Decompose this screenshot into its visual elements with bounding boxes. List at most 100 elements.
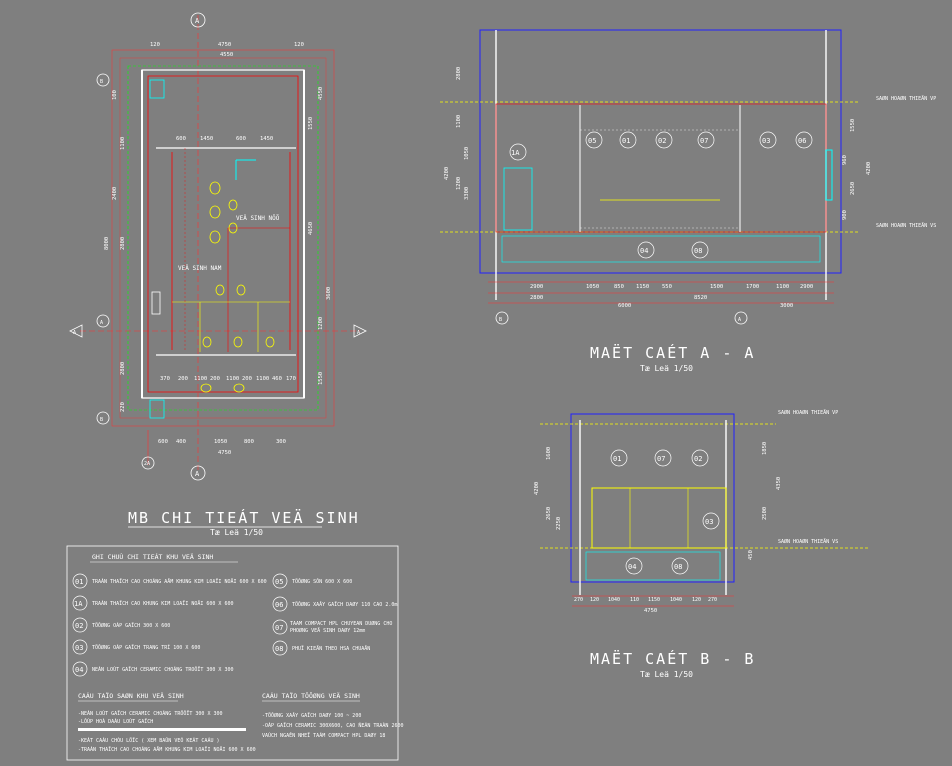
tag-bubble — [619, 131, 637, 149]
legend-right-text-0: TÖÔØNG SÔN 600 X 600 — [292, 578, 352, 585]
legend-bubble — [72, 573, 88, 589]
sink-icon — [233, 383, 245, 393]
plan-scale: Tæ Leä 1/50 — [210, 528, 263, 537]
urinal-icon — [228, 222, 238, 234]
legend-floor-line-3: -TRAÀN THAÏCH CAO CHOÁNG AÅM KHUNG KIM L… — [78, 746, 256, 753]
section-a-grid-left: B — [499, 317, 502, 323]
legend-left-text-2: TÖÔØNG OÁP GAÏCH 300 X 600 — [92, 622, 170, 629]
legend-right-code-1: 06 — [275, 601, 283, 609]
tag-bubble — [697, 131, 715, 149]
legend-wall-line-2: VAÙCH NGAÊN NHEÏ TAÁM COMPACT HPL DAØY 1… — [262, 731, 385, 739]
door-panel — [151, 291, 161, 315]
plan-dim-row-4: 1100 — [226, 376, 239, 382]
room-label-nam: VEÄ SINH NAM — [178, 265, 222, 272]
legend-right-text-2: TAÁM COMPACT HPL CHUYEÂN DUØNG CHO PHOØN… — [290, 621, 393, 634]
section-b-tags — [610, 449, 720, 575]
plan-dim-bottom-2: 1050 — [214, 439, 227, 445]
tag-bubble — [610, 449, 628, 467]
section-b-dim-left-3: 2250 — [556, 517, 562, 530]
plan-dim-right-1: 4650 — [308, 222, 314, 235]
plan-dim-left2-2: 8000 — [104, 237, 110, 250]
legend-right-text-3: PHUÏ KIEÄN THEO HSA CHUAÅN — [292, 645, 370, 652]
section-a-dim-right-0: 1550 — [850, 119, 856, 132]
grid-bubble-2a — [141, 456, 155, 470]
fixtures — [200, 181, 275, 393]
plan-dim-right-0: 1550 — [308, 117, 314, 130]
dim-frame-outer — [111, 49, 335, 427]
section-b-stall — [591, 487, 727, 549]
section-a-tag-1: 05 — [588, 137, 596, 145]
plan-dim-left-0: 1100 — [120, 137, 126, 150]
section-a-dim-left-4: 4200 — [444, 167, 450, 180]
plan-dim-row-3: 200 — [210, 376, 220, 382]
section-a-tag-8: 08 — [694, 247, 702, 255]
plan-dim-row-7: 460 — [272, 376, 282, 382]
tag-bubble — [691, 449, 709, 467]
toilet-icon — [233, 336, 243, 348]
section-a-dim-bottom1-3: 1150 — [636, 284, 649, 290]
plan-dim-row-1: 200 — [178, 376, 188, 382]
toilet-icon — [236, 284, 246, 296]
section-arrow-left-label: A — [73, 330, 76, 336]
section-b-dim-bottom2-0: 4750 — [644, 608, 657, 614]
legend-right-code-2: 07 — [275, 624, 283, 632]
grid-bubble-b-top — [96, 73, 110, 87]
section-a-grid-right: A — [738, 317, 741, 323]
legend-floor-slab-bar — [78, 728, 246, 731]
legend-left-items: 01 TRAÀN THAÏCH CAO CHOÁNG AÅM KHUNG KIM… — [72, 573, 267, 677]
tag-bubble — [702, 512, 720, 530]
section-a-slab — [501, 235, 821, 263]
tag-bubble — [691, 241, 709, 259]
tag-bubble — [625, 557, 643, 575]
plan-dim-second-2: 600 — [236, 136, 246, 142]
grid-bubble-b-bottom — [96, 411, 110, 425]
plan-dim-bottom-1: 400 — [176, 439, 186, 445]
section-a-dim-bottom1-4: 550 — [662, 284, 672, 290]
legend-wall-line-0: -TÖÔØNG XAÂY GAÏCH DAØY 100 ~ 200 — [262, 712, 361, 719]
section-a-a: 1A 05 01 02 07 03 06 04 08 SAØN HOAØN TH… — [440, 29, 936, 373]
section-b-slab — [585, 551, 721, 581]
dim-frame-mid — [119, 57, 327, 419]
legend-frame — [66, 545, 399, 761]
grid-bubble-a-top — [190, 12, 206, 28]
plan-dim-left-1: 2800 — [120, 237, 126, 250]
toilet-icon — [209, 205, 221, 219]
tag-bubble — [759, 131, 777, 149]
legend-bubble — [272, 640, 288, 656]
section-b-frame — [570, 413, 735, 583]
outer-wall — [141, 69, 305, 399]
legend-floor-line-0: -NEÀN LOÙT GAÏCH CERAMIC CHOÁNG TRÖÔÏT 3… — [78, 710, 223, 717]
section-b-dim-bottom-6: 120 — [692, 597, 701, 603]
legend-wall-title: CAÁU TAÏO TÖÔØNG VEÄ SINH — [262, 691, 360, 700]
legend-left-code-3: 03 — [75, 644, 83, 652]
sink-icon — [200, 383, 212, 393]
legend-bubble — [72, 617, 88, 633]
section-a-frame — [479, 29, 842, 274]
section-a-dim-left-3: 1200 — [456, 177, 462, 190]
tag-bubble — [585, 131, 603, 149]
grid-bubble-a — [734, 311, 748, 325]
legend-right-code-3: 08 — [275, 645, 283, 653]
plan-dim-row-5: 200 — [242, 376, 252, 382]
section-b-dim-bottom-7: 270 — [708, 597, 717, 603]
toilet-icon — [202, 336, 212, 348]
section-a-scale: Tæ Leä 1/50 — [640, 364, 693, 373]
plan-dim-second-3: 1450 — [260, 136, 273, 142]
section-a-tags — [509, 131, 813, 259]
legend-bubble — [272, 573, 288, 589]
legend-title: GHI CHUÙ CHI TIEÁT KHU VEÄ SINH — [92, 552, 213, 561]
plan-dim-top-0: 120 — [150, 42, 160, 48]
tag-bubble — [637, 241, 655, 259]
legend-left-text-3: TÖÔØNG OÁP GAÏCH TRANG TRÍ 100 X 600 — [92, 643, 200, 651]
section-b-tag-3: 03 — [705, 518, 713, 526]
section-b-level-top: SAØN HOAØN THIEÄN VP — [778, 409, 838, 416]
section-b-dim-bottom-4: 1150 — [648, 597, 660, 603]
section-b-dim-right-2: 2500 — [762, 507, 768, 520]
legend-left-code-1: 1A — [74, 600, 83, 608]
section-a-tag-2: 01 — [622, 137, 630, 145]
tag-bubble — [509, 143, 527, 161]
grid-bubble-b — [495, 311, 509, 325]
section-b-dim-bottom-1: 120 — [590, 597, 599, 603]
